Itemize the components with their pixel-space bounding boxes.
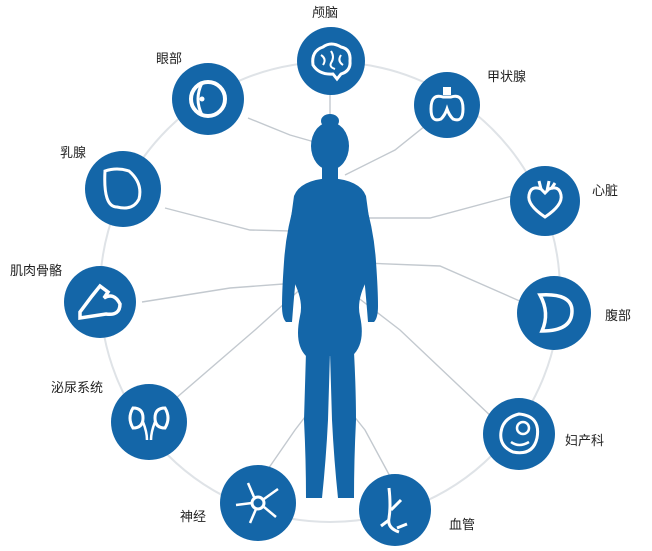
label-nerve: 神经 bbox=[180, 511, 206, 524]
label-breast: 乳腺 bbox=[60, 147, 86, 160]
human-figure-silhouette bbox=[282, 114, 378, 498]
label-muscle: 肌肉骨骼 bbox=[10, 265, 62, 278]
badge-circle-heart bbox=[510, 166, 580, 236]
badge-circle-brain bbox=[297, 27, 365, 95]
badge-abdomen bbox=[517, 276, 591, 350]
label-vessel: 血管 bbox=[449, 519, 475, 532]
badge-circle-vessel bbox=[359, 474, 431, 546]
badge-circle-muscle bbox=[64, 266, 136, 338]
badge-nerve bbox=[220, 465, 296, 541]
badge-thyroid bbox=[414, 72, 480, 138]
connector-heart bbox=[350, 196, 512, 218]
label-thyroid: 甲状腺 bbox=[487, 71, 526, 84]
label-eye: 眼部 bbox=[156, 53, 182, 66]
badge-breast bbox=[85, 151, 161, 227]
badge-circle-abdomen bbox=[517, 276, 591, 350]
badge-circle-nerve bbox=[220, 465, 296, 541]
badge-muscle bbox=[64, 266, 136, 338]
badge-vessel bbox=[359, 474, 431, 546]
badge-heart bbox=[510, 166, 580, 236]
label-brain: 颅脑 bbox=[312, 7, 338, 20]
label-abdomen: 腹部 bbox=[605, 310, 631, 323]
badge-gyn bbox=[483, 398, 555, 470]
badge-eye bbox=[172, 63, 244, 135]
label-gyn: 妇产科 bbox=[565, 435, 604, 448]
label-urinary: 泌尿系统 bbox=[51, 382, 103, 395]
badge-circle-eye bbox=[172, 63, 244, 135]
badge-circle-urinary bbox=[111, 384, 187, 460]
badge-urinary bbox=[111, 384, 187, 460]
label-heart: 心脏 bbox=[592, 185, 618, 198]
badge-circle-breast bbox=[85, 151, 161, 227]
badge-brain bbox=[297, 27, 365, 95]
